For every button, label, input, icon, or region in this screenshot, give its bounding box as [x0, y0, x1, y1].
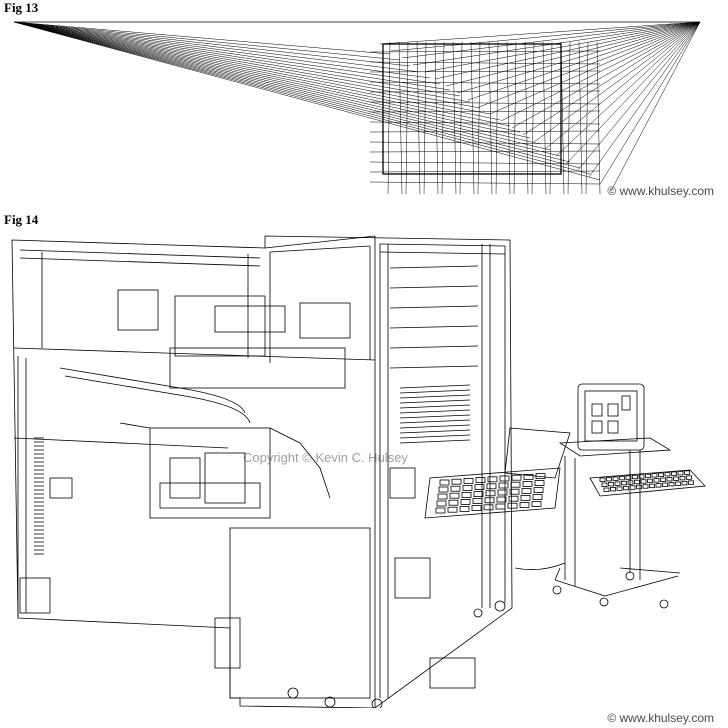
front-cabinet [229, 527, 371, 699]
copyright-watermark: Copyright © Kevin C. Hulsey [243, 450, 408, 465]
caster-wheel [287, 687, 299, 699]
computer-workstation [514, 383, 706, 609]
keyboard [589, 469, 706, 497]
lower-assembly [149, 427, 271, 519]
cart-wheel [552, 585, 562, 595]
perspective-rays [13, 21, 701, 192]
credit-text-fig13: © www.khulsey.com [607, 184, 714, 198]
upper-machine-block [174, 295, 266, 357]
tower-shelves [389, 265, 479, 444]
tray-cells [435, 473, 546, 514]
projected-grid [369, 41, 601, 194]
machine-outer-frame [11, 235, 513, 708]
left-vent [34, 437, 44, 555]
monitor [577, 383, 645, 451]
perspective-grid-diagram [13, 21, 701, 194]
picture-frame [382, 43, 562, 175]
credit-text-fig14: © www.khulsey.com [607, 711, 714, 725]
machine-illustration [11, 235, 706, 708]
sample-tray [424, 467, 561, 519]
fig13-title: Fig 13 [4, 0, 39, 15]
fig14-title: Fig 14 [4, 212, 39, 227]
